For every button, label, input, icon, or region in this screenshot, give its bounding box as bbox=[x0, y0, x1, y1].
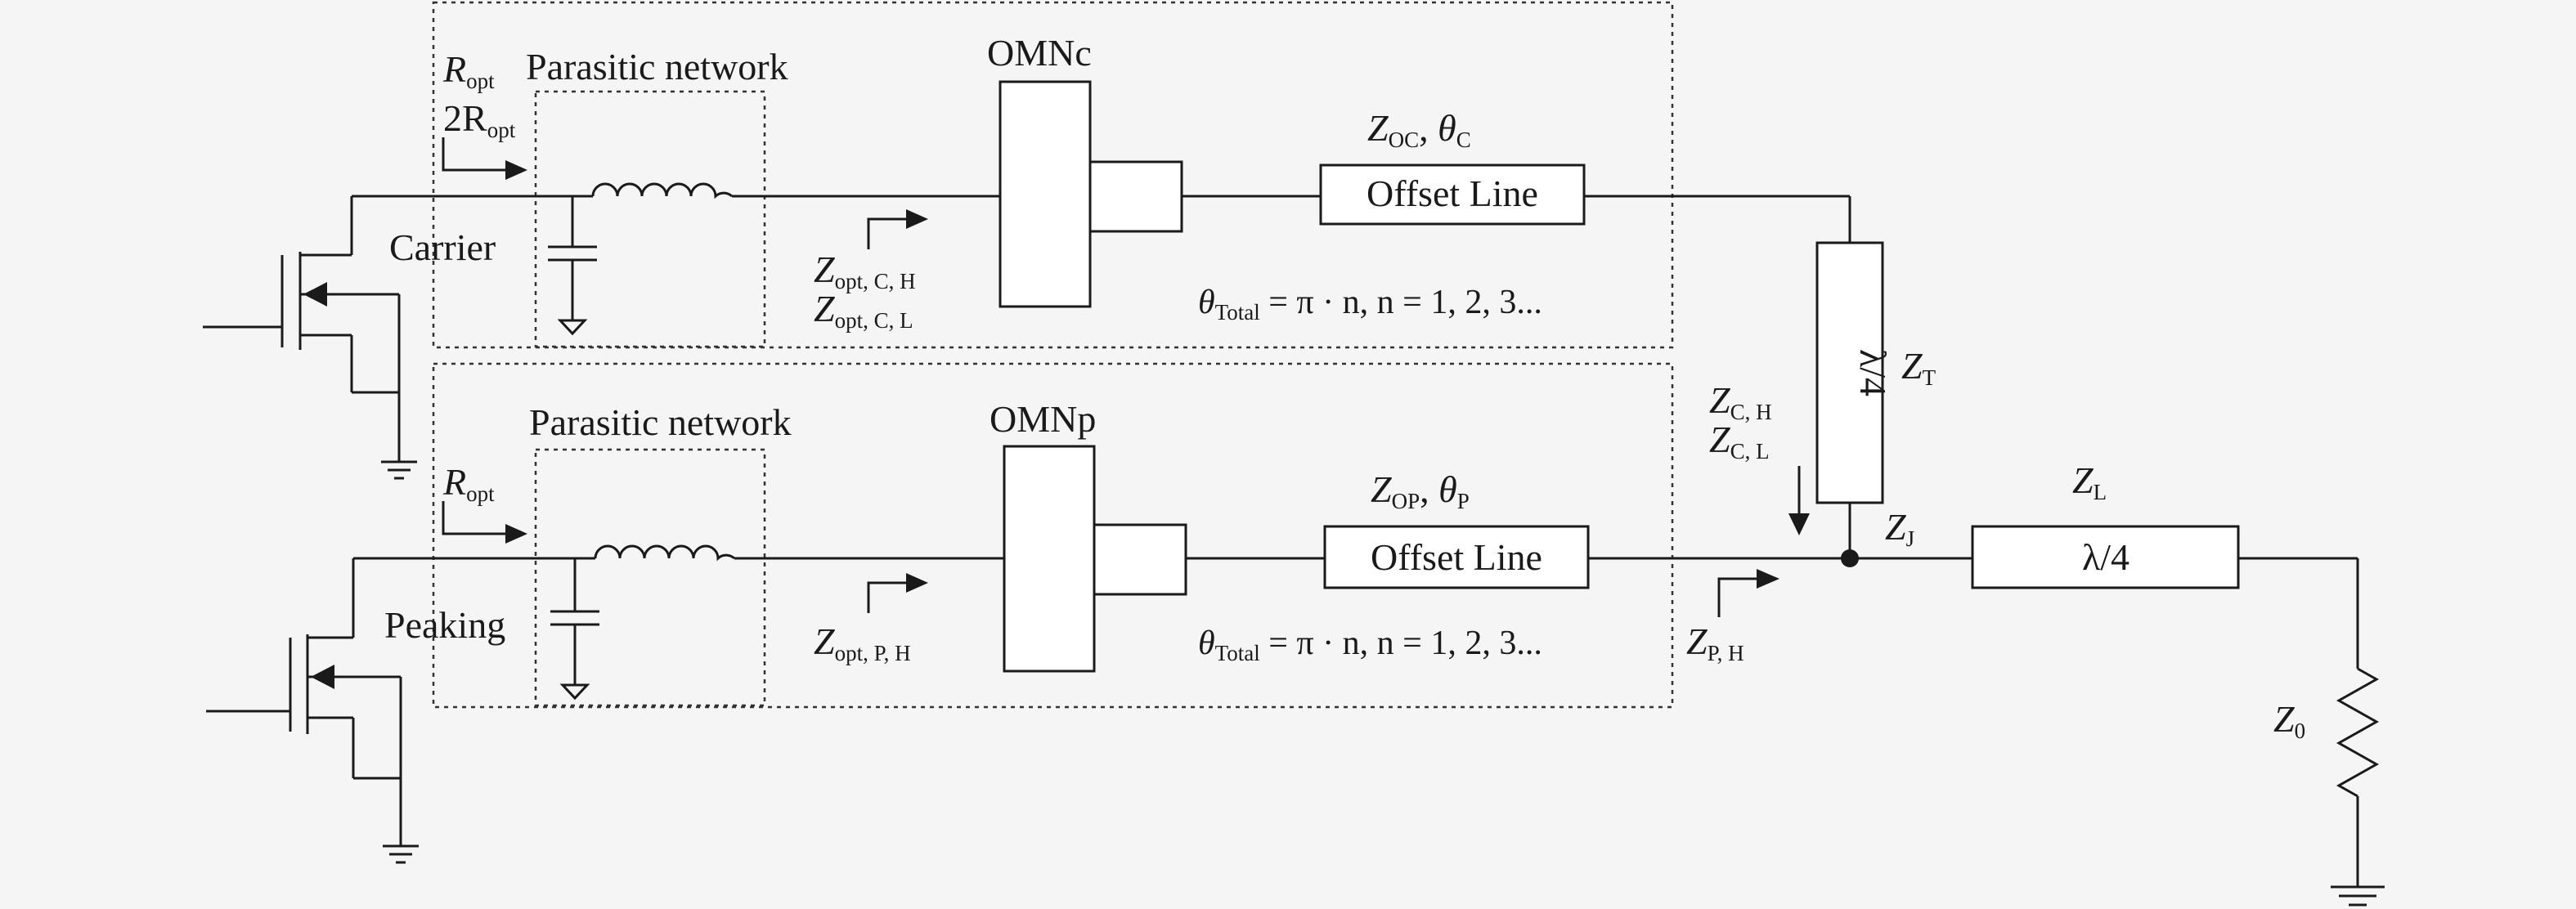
combiner-quarter-wave-text: λ/4 bbox=[1852, 349, 1894, 396]
peaking-zopt-h-label: Zopt, P, H bbox=[814, 620, 911, 665]
carrier-zopt-arrow bbox=[867, 209, 928, 249]
peaking-offset-line-text: Offset Line bbox=[1371, 536, 1542, 578]
carrier-zopt-h-label: Zopt, C, H bbox=[814, 249, 916, 293]
peaking-offset-line-box bbox=[1323, 525, 1590, 589]
peaking-transistor bbox=[206, 557, 575, 864]
carrier-offset-line-box bbox=[1319, 163, 1586, 226]
zl-label: ZL bbox=[2072, 459, 2107, 504]
peaking-parasitic-inductor bbox=[575, 544, 1004, 562]
carrier-zopt-l-label: Zopt, C, L bbox=[814, 288, 913, 333]
carrier-parasitic-capacitor bbox=[548, 196, 597, 336]
carrier-transistor bbox=[203, 195, 572, 480]
carrier-theta-total-label: θTotal = π · n, n = 1, 2, 3... bbox=[1198, 284, 1542, 325]
peaking-parasitic-capacitor bbox=[550, 558, 599, 701]
peaking-offset-params: ZOP, θP bbox=[1371, 468, 1470, 513]
peaking-device-label: Peaking bbox=[384, 604, 505, 646]
peaking-omn-label: OMNp bbox=[990, 398, 1096, 440]
zc-l-label: ZC, L bbox=[1709, 419, 1770, 463]
peaking-parasitic-box bbox=[534, 448, 766, 707]
z0-label: Z0 bbox=[2273, 698, 2305, 743]
carrier-parasitic-box bbox=[534, 90, 766, 348]
output-quarter-wave-box bbox=[1971, 525, 2240, 589]
zc-h-label: ZC, H bbox=[1709, 379, 1772, 424]
zph-label: ZP, H bbox=[1686, 620, 1744, 665]
peaking-theta-total-label: θTotal = π · n, n = 1, 2, 3... bbox=[1198, 625, 1542, 665]
output-quarter-wave-text: λ/4 bbox=[2082, 536, 2129, 578]
carrier-omn-label: OMNc bbox=[987, 32, 1092, 74]
carrier-enclosure bbox=[432, 1, 1674, 349]
zj-label: ZJ bbox=[1885, 506, 1914, 551]
zph-arrow bbox=[1717, 569, 1779, 617]
peaking-omn-stub bbox=[1093, 523, 1187, 596]
combiner-quarter-wave-box bbox=[1815, 241, 1884, 504]
carrier-offset-line-text: Offset Line bbox=[1367, 172, 1538, 214]
carrier-2ropt-label: 2Ropt bbox=[443, 97, 516, 142]
carrier-parasitic-label: Parasitic network bbox=[526, 46, 788, 87]
peaking-zopt-arrow bbox=[867, 573, 928, 613]
carrier-parasitic-inductor bbox=[572, 182, 1000, 199]
peaking-ropt-label: Ropt bbox=[442, 461, 495, 506]
carrier-omn-stub bbox=[1088, 160, 1183, 233]
carrier-offset-params: ZOC, θC bbox=[1367, 107, 1471, 152]
carrier-device-label: Carrier bbox=[389, 226, 496, 268]
load-resistor bbox=[2336, 667, 2380, 798]
junction-node bbox=[1841, 549, 1859, 567]
zt-label: ZT bbox=[1901, 345, 1936, 390]
peaking-parasitic-label: Parasitic network bbox=[529, 401, 792, 443]
carrier-ropt-arrow bbox=[442, 137, 527, 180]
carrier-ropt-label: Ropt bbox=[442, 48, 495, 93]
zc-arrow bbox=[1788, 466, 1810, 535]
peaking-ropt-arrow bbox=[442, 501, 527, 544]
carrier-omn-box bbox=[999, 80, 1092, 308]
peaking-omn-box bbox=[1003, 445, 1096, 673]
